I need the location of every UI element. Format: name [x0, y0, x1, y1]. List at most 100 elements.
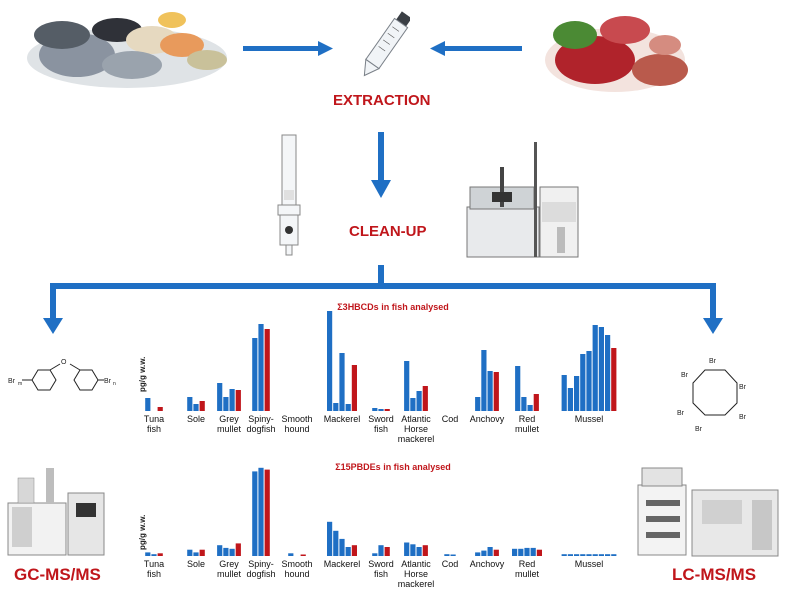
- chart2-bar-8-0: [444, 554, 450, 556]
- chart2-category-label: Cod: [441, 559, 459, 569]
- meat-image: [545, 16, 688, 92]
- chart1-category-label: Sole: [186, 414, 205, 424]
- hbcd-br-4: Br: [677, 410, 685, 417]
- chart1-bar-11-1: [567, 388, 573, 411]
- chart2-bar-11-4: [586, 554, 592, 556]
- pbde-structure-icon: O Br m Br n: [8, 359, 116, 391]
- chart2-bar-3-1: [258, 467, 264, 556]
- chart1-bar-11-3: [580, 354, 586, 411]
- chart1-category-label: Grey mullet: [216, 414, 241, 434]
- chart2-bar-11-6: [598, 554, 604, 556]
- chart2-bar-0-2: [157, 553, 163, 556]
- chart2-category-label: Tuna fish: [143, 559, 165, 579]
- chart2-bar-1-2: [199, 549, 205, 556]
- chart2-bar-11-8: [611, 554, 617, 556]
- chart2-bar-5-0: [327, 521, 333, 556]
- hbcd-br-3: Br: [739, 384, 747, 391]
- chart2-bar-5-3: [345, 547, 351, 556]
- chart2-bar-8-1: [450, 554, 456, 556]
- chart1-bar-1-2: [199, 401, 205, 411]
- hbcd-br-6: Br: [695, 426, 703, 433]
- chart1-bar-2-1: [223, 397, 229, 411]
- chart1-bar-5-2: [339, 353, 345, 411]
- chart1-category-label: Cod: [441, 414, 459, 424]
- chart1-bar-11-8: [611, 348, 617, 411]
- chart1-bar-3-1: [258, 324, 264, 411]
- chart1-category-label: Mussel: [574, 414, 604, 424]
- chart2-category-label: Grey mullet: [216, 559, 241, 579]
- chart1-bar-10-2: [527, 405, 533, 411]
- chart1-bar-5-3: [345, 404, 351, 411]
- chart2-bar-11-1: [567, 554, 573, 556]
- chart1-bar-2-2: [229, 389, 235, 411]
- chart1-bar-6-2: [384, 409, 390, 411]
- extraction-instrument-image: [466, 142, 579, 258]
- chart2-bar-9-3: [493, 549, 499, 556]
- chart2-bar-5-1: [333, 530, 339, 556]
- chart1-category-label: Anchovy: [469, 414, 505, 424]
- pbde-right-index: n: [113, 381, 116, 387]
- chart1-category-label: Smooth hound: [281, 414, 313, 434]
- chart2-category-label: Mackerel: [323, 559, 361, 569]
- hbcd-structure-icon: Br Br Br Br Br Br: [677, 358, 747, 433]
- chart2-bar-5-4: [351, 545, 357, 556]
- chart1-bar-7-0: [404, 361, 410, 411]
- chart1-bar-5-4: [351, 365, 357, 411]
- chart2-bar-2-0: [217, 545, 223, 556]
- chart2-bar-7-2: [416, 547, 422, 556]
- spe-cartridge-icon: [277, 134, 301, 256]
- chart1-category-label: Atlantic Horse mackerel: [397, 414, 435, 444]
- chart1-category-label: Tuna fish: [143, 414, 165, 434]
- chart1-bar-7-3: [422, 386, 428, 411]
- chart1-bar-6-1: [378, 409, 384, 411]
- chart2-bar-10-0: [512, 548, 518, 556]
- chart1-bar-5-1: [333, 403, 339, 411]
- chart2-bar-11-5: [592, 554, 598, 556]
- chart1-bar-10-3: [533, 394, 539, 411]
- chart1-bar-9-2: [487, 371, 493, 411]
- pbde-right-br-label: Br: [104, 378, 112, 385]
- chart2-bar-11-3: [580, 554, 586, 556]
- chart1-bar-10-0: [515, 366, 521, 411]
- chart1-bar-1-0: [187, 397, 193, 411]
- chart1-bar-11-6: [598, 327, 604, 411]
- chart1-bar-6-0: [372, 408, 378, 411]
- pbde-left-index: m: [18, 381, 22, 387]
- chart1-category-label: Red mullet: [514, 414, 539, 434]
- pbde-left-br-label: Br: [8, 378, 16, 385]
- chart2-bar-1-0: [187, 549, 193, 556]
- gc-ms-label: GC-MS/MS: [14, 565, 101, 584]
- chart1-bar-11-0: [561, 375, 567, 411]
- chart1-bar-11-5: [592, 325, 598, 411]
- chart2-bar-11-7: [605, 554, 611, 556]
- hbcd-br-5: Br: [739, 414, 747, 421]
- chart2-bar-2-1: [223, 547, 229, 556]
- pbde-oxygen-label: O: [61, 359, 67, 366]
- chart2-bar-3-0: [252, 471, 258, 556]
- chart2-bar-3-2: [264, 469, 270, 556]
- chart2-bar-11-2: [574, 554, 580, 556]
- chart1-bar-7-1: [410, 398, 416, 411]
- chart2-category-label: Sword fish: [368, 559, 394, 579]
- chart1-bar-10-1: [521, 397, 527, 411]
- chart1-bar-2-0: [217, 383, 223, 411]
- chart2-bar-10-3: [530, 547, 536, 556]
- chart1-bar-1-1: [193, 404, 199, 411]
- lc-ms-label: LC-MS/MS: [672, 565, 757, 584]
- chart1-bar-0-0: [145, 398, 151, 411]
- chart2-bar-9-0: [475, 552, 481, 556]
- chart2-bar-5-2: [339, 538, 345, 556]
- lc-ms-instrument-image: [637, 467, 779, 557]
- chart1-bar-7-2: [416, 391, 422, 411]
- chart2-bar-10-4: [536, 549, 542, 556]
- chart1-bar-0-2: [157, 407, 163, 411]
- chart2-category-label: Mussel: [574, 559, 604, 569]
- chart1-title: Σ3HBCDs in fish analysed: [337, 302, 449, 312]
- chart2-bar-7-1: [410, 544, 416, 556]
- chart1-bar-9-0: [475, 397, 481, 411]
- chart2-bar-4-0: [288, 553, 294, 556]
- chart1-bar-11-2: [574, 376, 580, 411]
- chart2-bar-6-2: [384, 547, 390, 556]
